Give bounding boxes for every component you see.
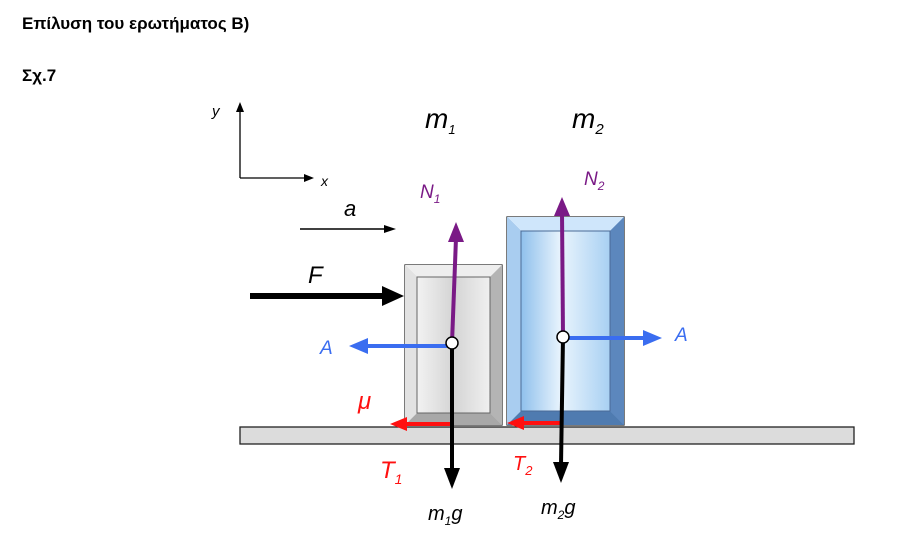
n1-label: N1 [420,182,440,206]
figure-label: Σχ.7 [22,66,57,85]
block-m2-bevel-right [610,217,624,425]
weight2-arrowhead [553,462,569,483]
block-m2-bevel-left [507,217,521,425]
acceleration-vector: a [300,196,396,233]
weight2-label: m2g [541,497,575,522]
y-axis-label: y [211,103,221,120]
weight-m2g: m2g [541,336,575,522]
normal-force-n2: N2 [554,169,605,338]
page-title: Επίλυση του ερωτήματος Β) [22,14,250,33]
friction-t2-arrowhead [507,416,524,430]
normal-force-n1: N1 [420,182,464,344]
x-axis-arrowhead [304,174,314,182]
friction-forces: μ T1 T2 [357,388,560,487]
floor-surface [239,426,855,445]
friction-t1-label: T1 [380,457,402,487]
applied-force: F [250,262,404,306]
block-m2-bevel-top [507,217,624,231]
block-m1-bevel-right [490,265,502,425]
contact-right-arrowhead [643,330,662,346]
center-of-mass-m1 [445,336,459,350]
friction-mu-label: μ [357,388,371,415]
weight-m1g: m1g [428,343,462,528]
force-f-label: F [308,262,324,289]
n2-arrowhead [554,197,570,216]
weight2-arrow-line [559,336,565,466]
y-axis-arrowhead [236,102,244,112]
weight1-arrowhead [444,468,460,489]
n1-arrow-line [450,237,458,344]
x-axis-label: x [320,173,329,189]
block-m2 [506,216,625,426]
acceleration-arrowhead [384,225,396,233]
center-of-mass-m2 [556,330,570,344]
friction-t1-arrowhead [390,417,407,431]
axes: y x [211,102,329,189]
weight1-label: m1g [428,503,462,528]
contact-force-left: A [319,338,452,359]
n2-label: N2 [584,169,605,193]
n2-arrow-line [560,211,565,338]
contact-left-arrowhead [349,338,368,354]
force-f-arrowhead [382,286,404,306]
contact-left-label: A [319,338,333,359]
friction-t2-label: T2 [513,453,533,478]
acceleration-label: a [344,196,356,221]
contact-force-right: A [563,325,688,346]
n1-arrowhead [448,222,464,242]
block-m2-face [520,230,611,412]
mass-label-m1: m1 [425,103,456,137]
contact-right-label: A [674,325,688,346]
mass-label-m2: m2 [572,103,604,138]
